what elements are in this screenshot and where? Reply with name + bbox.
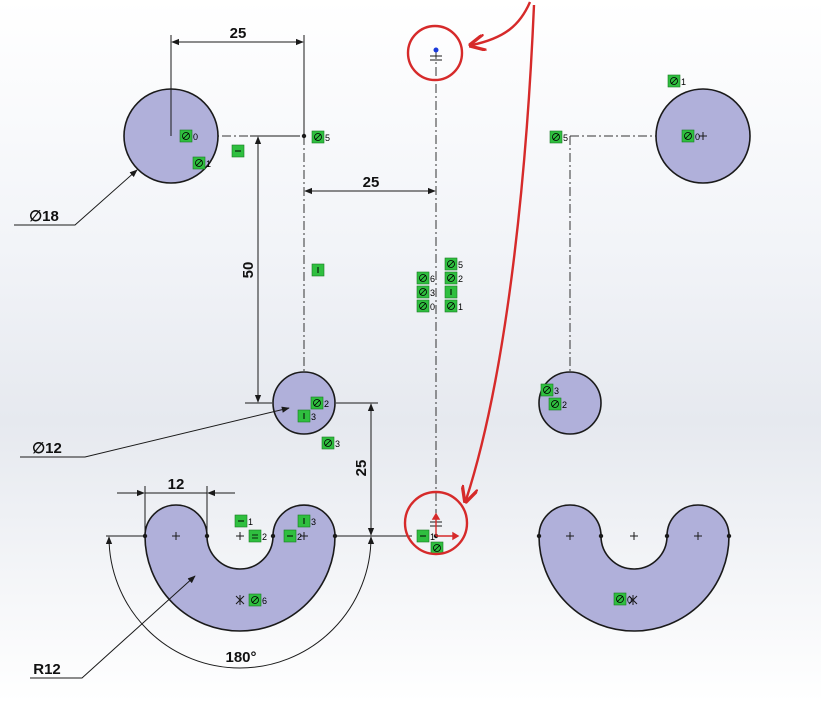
- svg-text:0: 0: [193, 132, 198, 142]
- dim-text-vertical-spacing[interactable]: 50: [240, 262, 257, 279]
- equal-relation-badge[interactable]: 0: [416, 299, 435, 313]
- equal-relation-badge[interactable]: 6: [416, 271, 435, 285]
- dim-text-diameter-small[interactable]: ∅12: [32, 440, 62, 457]
- center-plus-icon: [172, 132, 707, 540]
- vertical-relation-badge[interactable]: 3: [297, 409, 316, 423]
- highlight-circle-top: [406, 24, 464, 82]
- dim-text-arc-radius[interactable]: R12: [33, 661, 61, 678]
- svg-text:2: 2: [262, 532, 267, 542]
- center-marks: [172, 132, 707, 605]
- vertical-relation-badge[interactable]: 3: [297, 514, 316, 528]
- equal-relation-icon: [195, 159, 203, 167]
- equal-relation-icon: [314, 133, 322, 141]
- dim-text-top-width[interactable]: 25: [230, 25, 247, 42]
- vertical-relation-badge[interactable]: [311, 263, 325, 277]
- horizontal-relation-badge[interactable]: 2: [283, 529, 302, 543]
- svg-text:1: 1: [681, 77, 686, 87]
- horizontal-relation-badge[interactable]: 1: [416, 529, 435, 543]
- horizontal-relation-badge[interactable]: 1: [234, 514, 253, 528]
- svg-text:5: 5: [458, 260, 463, 270]
- point[interactable]: [726, 533, 732, 539]
- equal-relation-badge[interactable]: 1: [667, 74, 686, 88]
- svg-text:3: 3: [311, 412, 316, 422]
- dimension-labels: 25 25 50 25 12 ∅18 ∅12 R12 180°: [29, 25, 379, 678]
- point[interactable]: [598, 533, 604, 539]
- svg-text:6: 6: [430, 274, 435, 284]
- origin-markers: [430, 47, 460, 541]
- svg-text:5: 5: [325, 133, 330, 143]
- equal-relation-badge[interactable]: 3: [540, 383, 559, 397]
- equal-relation-badge[interactable]: 1: [192, 156, 211, 170]
- horizontal-relation-badge[interactable]: [231, 144, 245, 158]
- leader-diameter-large[interactable]: [14, 169, 138, 226]
- annotation-arrow-bottom: [466, 4, 536, 500]
- endpoint-icon[interactable]: [433, 47, 439, 53]
- svg-text:3: 3: [554, 386, 559, 396]
- equal-relation-icon: [182, 132, 190, 140]
- sketch-points: [142, 133, 732, 539]
- equal-relation-badge[interactable]: 0: [613, 592, 632, 606]
- dim-text-slot-width[interactable]: 12: [168, 476, 185, 493]
- arc-midpoint-star-icon: [235, 595, 638, 605]
- svg-text:3: 3: [430, 288, 435, 298]
- svg-text:3: 3: [335, 439, 340, 449]
- svg-text:6: 6: [262, 596, 267, 606]
- leader-diameter-small[interactable]: [20, 406, 290, 458]
- circle-mid-right[interactable]: [538, 371, 602, 435]
- svg-text:5: 5: [563, 133, 568, 143]
- svg-text:1: 1: [248, 517, 253, 527]
- annotation-arrow-top: [472, 1, 532, 45]
- equal-relation-badge[interactable]: 3: [321, 436, 340, 450]
- equal-relation-badge[interactable]: 5: [444, 257, 463, 271]
- point[interactable]: [536, 533, 542, 539]
- svg-text:1: 1: [430, 532, 435, 542]
- svg-text:0: 0: [430, 302, 435, 312]
- equal-relation-badge[interactable]: 2: [444, 271, 463, 285]
- equal-relation-badge[interactable]: 2: [310, 396, 329, 410]
- point[interactable]: [664, 533, 670, 539]
- svg-text:2: 2: [458, 274, 463, 284]
- equal-relation-badge[interactable]: 2: [548, 397, 567, 411]
- point[interactable]: [270, 533, 276, 539]
- equal-relation-badge[interactable]: [430, 541, 444, 555]
- dim-arc-180[interactable]: [105, 536, 375, 669]
- dim-text-arc-angle[interactable]: 180°: [225, 649, 256, 666]
- circle-mid-left-d12[interactable]: [272, 371, 336, 435]
- equal-relation-badge[interactable]: 5: [311, 130, 330, 144]
- equal-relation-badge[interactable]: 2: [248, 529, 267, 543]
- origin-axis-icon[interactable]: [431, 512, 460, 541]
- annotation: [403, 1, 536, 556]
- equal-relation-badge[interactable]: 0: [681, 129, 700, 143]
- svg-text:3: 3: [311, 517, 316, 527]
- svg-text:0: 0: [627, 595, 632, 605]
- dim-text-center-offset[interactable]: 25: [363, 174, 380, 191]
- slot-right[interactable]: [538, 504, 730, 632]
- svg-text:1: 1: [206, 159, 211, 169]
- svg-text:2: 2: [297, 532, 302, 542]
- dimensions: [14, 35, 436, 679]
- highlight-circle-bottom: [403, 490, 469, 556]
- dim-text-small-to-arc[interactable]: 25: [353, 460, 370, 477]
- equal-relation-badge[interactable]: 1: [444, 299, 463, 313]
- equal-relation-badge[interactable]: 0: [179, 129, 198, 143]
- equal-relation-badge[interactable]: 6: [248, 593, 267, 607]
- svg-text:2: 2: [562, 400, 567, 410]
- equal-relation-badge[interactable]: 3: [416, 285, 435, 299]
- vertical-relation-badge[interactable]: [444, 285, 458, 299]
- relation-badges: 0 1 5 5 6: [179, 74, 700, 607]
- svg-text:1: 1: [458, 302, 463, 312]
- svg-text:2: 2: [324, 399, 329, 409]
- svg-text:0: 0: [695, 132, 700, 142]
- leader-arc-radius[interactable]: [30, 575, 196, 679]
- equal-relation-badge[interactable]: 5: [549, 130, 568, 144]
- dim-text-diameter-large[interactable]: ∅18: [29, 208, 59, 225]
